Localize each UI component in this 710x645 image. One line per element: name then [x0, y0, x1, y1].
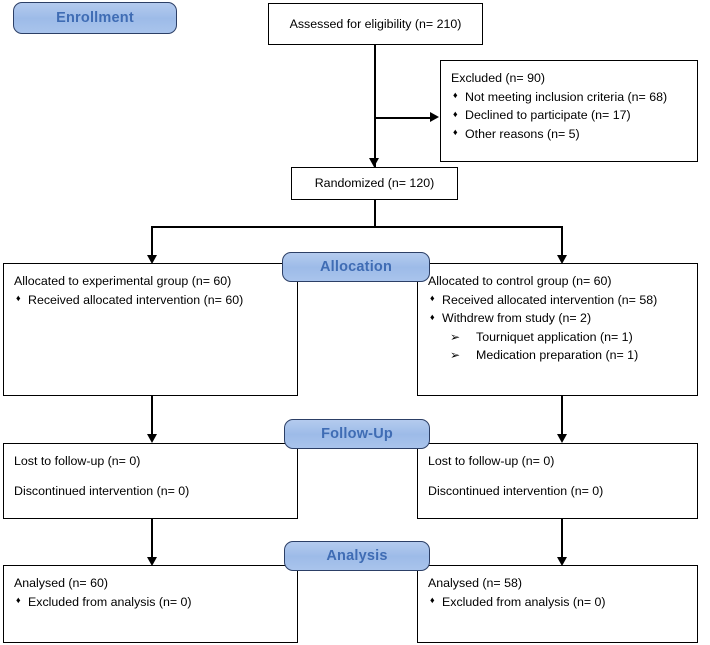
list-item: Received allocated intervention (n= 58) [428, 290, 687, 310]
stage-banner-followup-label: Follow-Up [321, 426, 393, 442]
followup-right-line2: Discontinued intervention (n= 0) [428, 483, 604, 498]
stage-banner-allocation: Allocation [282, 252, 430, 282]
node-allocated-experimental: Allocated to experimental group (n= 60) … [3, 263, 298, 396]
arrowhead-followup-left-in [147, 434, 157, 443]
node-assessed-for-eligibility: Assessed for eligibility (n= 210) [268, 3, 483, 45]
connector-split-right-down [561, 226, 563, 262]
analysis-right-title: Analysed (n= 58) [428, 576, 523, 590]
arrowhead-excluded-in [430, 112, 439, 123]
node-followup-control: Lost to follow-up (n= 0) Discontinued in… [417, 443, 698, 519]
connector-allocation-split-bar [151, 226, 563, 228]
followup-right-spacer [428, 471, 687, 482]
analysis-right-bullet-list: Excluded from analysis (n= 0) [428, 592, 687, 612]
stage-banner-followup: Follow-Up [284, 419, 430, 449]
list-item: Tourniquet application (n= 1) [428, 328, 687, 347]
followup-left-line1: Lost to follow-up (n= 0) [14, 454, 141, 468]
alloc-experimental-title: Allocated to experimental group (n= 60) [14, 274, 232, 288]
node-followup-experimental: Lost to follow-up (n= 0) Discontinued in… [3, 443, 298, 519]
arrowhead-randomized-in [369, 158, 380, 167]
node-randomized: Randomized (n= 120) [291, 167, 458, 200]
stage-banner-analysis-label: Analysis [326, 548, 388, 564]
arrowhead-followup-right-in [557, 434, 567, 443]
stage-banner-allocation-label: Allocation [319, 259, 393, 275]
stage-banner-enrollment: Enrollment [13, 2, 177, 34]
connector-followup-left-to-analysis [151, 519, 153, 563]
stage-banner-enrollment-label: Enrollment [56, 10, 134, 26]
assessed-title: Assessed for eligibility (n= 210) [289, 16, 462, 31]
list-item: Received allocated intervention (n= 60) [14, 290, 287, 310]
followup-left-spacer [14, 471, 287, 482]
node-allocated-control: Allocated to control group (n= 60) Recei… [417, 263, 698, 396]
excluded-title: Excluded (n= 90) [451, 71, 546, 85]
followup-left-line2: Discontinued intervention (n= 0) [14, 483, 190, 498]
list-item: Medication preparation (n= 1) [428, 346, 687, 365]
connector-randomized-down [374, 200, 376, 227]
arrowhead-alloc-experimental-in [147, 255, 157, 264]
stage-banner-analysis: Analysis [284, 541, 430, 571]
randomized-title: Randomized (n= 120) [314, 176, 435, 191]
alloc-control-bullet-list: Received allocated intervention (n= 58) … [428, 290, 687, 328]
list-item: Other reasons (n= 5) [451, 124, 687, 144]
connector-followup-right-to-analysis [561, 519, 563, 563]
connector-assessed-to-randomized [374, 45, 376, 167]
analysis-left-bullet-list: Excluded from analysis (n= 0) [14, 592, 287, 612]
alloc-control-title: Allocated to control group (n= 60) [428, 274, 612, 288]
excluded-bullet-list: Not meeting inclusion criteria (n= 68) D… [451, 87, 687, 144]
list-item: Withdrew from study (n= 2) [428, 309, 687, 328]
list-item: Excluded from analysis (n= 0) [428, 592, 687, 612]
connector-alloc-left-to-followup [151, 396, 153, 440]
list-item: Declined to participate (n= 17) [451, 106, 687, 125]
arrowhead-alloc-control-in [557, 255, 567, 264]
node-analysis-control: Analysed (n= 58) Excluded from analysis … [417, 565, 698, 643]
connector-split-left-down [151, 226, 153, 262]
list-item: Excluded from analysis (n= 0) [14, 592, 287, 612]
analysis-left-title: Analysed (n= 60) [14, 576, 109, 590]
followup-right-line1: Lost to follow-up (n= 0) [428, 454, 555, 468]
node-excluded: Excluded (n= 90) Not meeting inclusion c… [440, 60, 698, 162]
alloc-experimental-bullet-list: Received allocated intervention (n= 60) [14, 290, 287, 310]
connector-alloc-right-to-followup [561, 396, 563, 440]
alloc-control-subbullet-list: Tourniquet application (n= 1) Medication… [428, 328, 687, 365]
arrowhead-analysis-left-in [147, 557, 157, 566]
connector-to-excluded [374, 117, 434, 119]
arrowhead-analysis-right-in [557, 557, 567, 566]
list-item: Not meeting inclusion criteria (n= 68) [451, 87, 687, 107]
node-analysis-experimental: Analysed (n= 60) Excluded from analysis … [3, 565, 298, 643]
